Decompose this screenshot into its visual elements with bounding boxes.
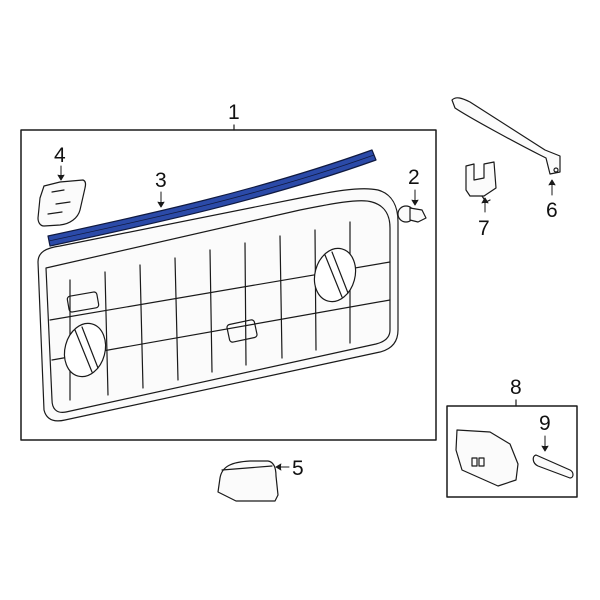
lamp-assembly-part xyxy=(455,429,519,487)
cover-cap-part xyxy=(217,460,279,502)
callout-6: 6 xyxy=(546,199,558,222)
clip-part xyxy=(397,205,427,223)
part-8-group-box xyxy=(446,405,578,498)
callout-9: 9 xyxy=(539,412,551,435)
callout-2: 2 xyxy=(408,166,420,189)
pull-strap-part xyxy=(451,97,561,175)
weatherstrip-part xyxy=(47,149,377,247)
speaker-left-icon xyxy=(63,322,107,378)
callout-4: 4 xyxy=(54,144,66,167)
callout-3: 3 xyxy=(155,169,167,192)
bulb-part xyxy=(532,454,574,479)
part-1-group-box xyxy=(20,129,437,441)
callout-1: 1 xyxy=(228,101,240,124)
bracket-cover-part xyxy=(37,179,87,227)
speaker-right-icon xyxy=(313,247,357,303)
callout-7: 7 xyxy=(478,217,490,240)
callout-5: 5 xyxy=(292,457,304,480)
trim-panel-part xyxy=(37,188,399,422)
strap-bracket-part xyxy=(465,161,497,203)
callout-8: 8 xyxy=(510,376,522,399)
